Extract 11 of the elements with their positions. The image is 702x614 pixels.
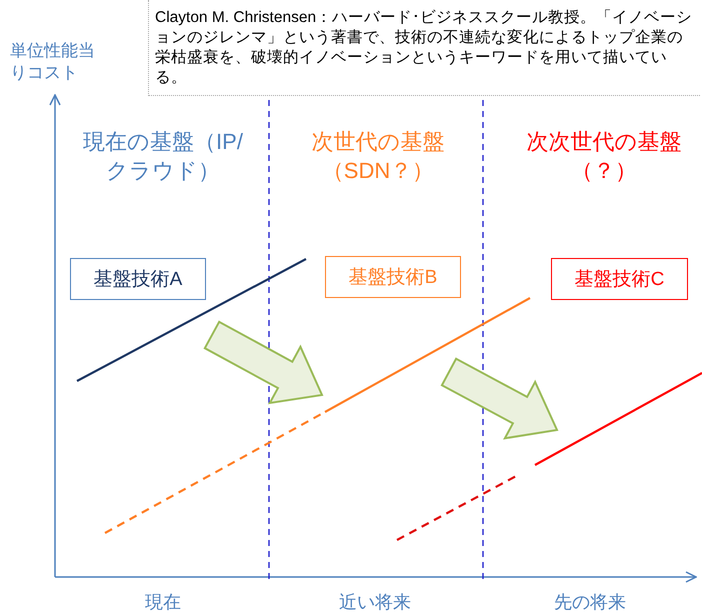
technology-box: 基盤技術B [325, 256, 461, 298]
era-heading: 次世代の基盤（SDN？） [310, 128, 446, 185]
axis-label: 現在 [144, 591, 182, 614]
axis-label: 近い将来 [338, 591, 412, 614]
note-text: Clayton M. Christensen：ハーバード･ビジネススクール教授。「イノベーションのジレンマ」という著書で、技術の不連続な変化によるトップ企業の栄枯盛衰を、破壊的イノベーションというキーワードを用いて描いている。 [148, 0, 700, 96]
era-heading: 現在の基盤（IP/クラウド） [83, 128, 243, 185]
technology-box: 基盤技術A [70, 258, 206, 300]
axis-label: 単位性能当りコスト [10, 40, 96, 84]
axis-label: 先の将来 [553, 591, 627, 614]
technology-box: 基盤技術C [551, 258, 688, 300]
era-heading: 次次世代の基盤（？） [526, 128, 682, 185]
